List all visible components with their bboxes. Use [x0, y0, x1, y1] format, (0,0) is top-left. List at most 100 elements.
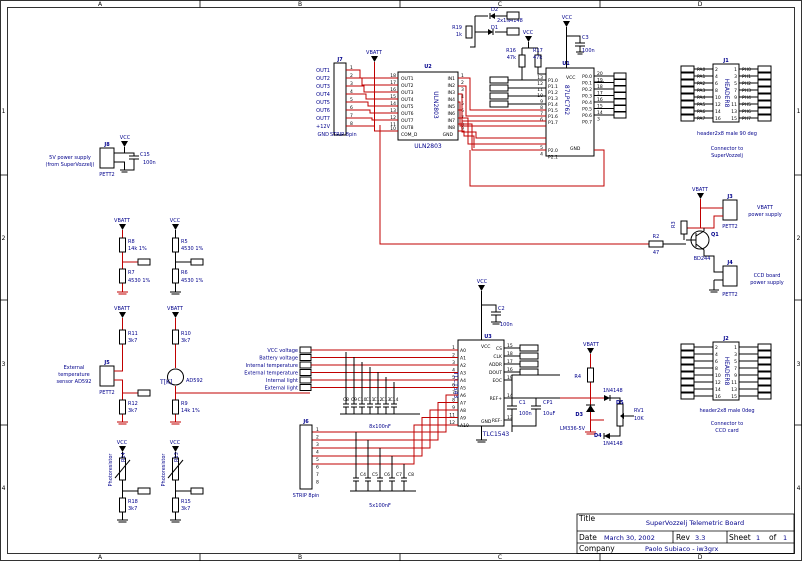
tk-part: AD592 — [186, 378, 203, 384]
j6-note: STRIP 8pin — [293, 493, 320, 499]
j2-left-pin: 14 — [715, 387, 721, 393]
u1-left-pin-num: 12 — [537, 81, 543, 87]
u3-right-label: REF+ — [490, 396, 503, 402]
r8-ref: R8 — [128, 239, 135, 245]
r2-ref: R2 — [653, 234, 660, 240]
j1-left-net-tag — [680, 72, 695, 80]
company-value: Paolo Subiaco - iw3grx — [645, 545, 719, 553]
analog-net-tag — [299, 369, 312, 376]
j1-right-label: PH3 — [742, 88, 751, 94]
j1-left-label: PA3 — [697, 88, 706, 94]
j1-left-net-tag — [680, 86, 695, 94]
j7-net-label: OUT3 — [316, 84, 330, 90]
j2-left-pin: 8 — [715, 366, 718, 372]
r9-value: 14k 1% — [181, 408, 200, 414]
j1-left-pin: 8 — [715, 88, 718, 94]
analog-input-label: Internal light — [266, 378, 298, 384]
net-tag-u1-p0 — [613, 92, 627, 99]
j2-right-pin: 9 — [734, 373, 737, 379]
rv1-value: 10K — [634, 416, 644, 422]
j7-pin-num: 4 — [350, 89, 353, 95]
j7-pin-num: 7 — [350, 113, 353, 119]
grid-col-a-bottom: A — [98, 554, 103, 561]
u1-left-pin-label: P1.1 — [548, 84, 558, 90]
u1-right-pin-num: 16 — [597, 97, 603, 103]
u1-left-pin-label: P1.7 — [548, 120, 558, 126]
j2-right-net-tag — [757, 392, 772, 400]
u1-right-pin-num: 3 — [597, 117, 600, 123]
date-label: Date — [579, 533, 597, 542]
u3-left-pin: 6 — [452, 383, 455, 389]
j6-connector: J6 STRIP 8pin — [293, 419, 320, 499]
j3-caption2: power supply — [748, 212, 782, 218]
r19-ref: R19 — [452, 25, 462, 31]
r11-ref: R11 — [128, 331, 138, 337]
cap-top-ref: C9 — [351, 397, 357, 403]
r8-value: 14k 1% — [128, 246, 147, 252]
j7-net-label: OUT2 — [316, 76, 330, 82]
net-tag-light-1 — [137, 487, 151, 495]
net-tag-u1-p0 — [613, 98, 627, 106]
u3-left-pin: 1 — [452, 345, 455, 351]
rev-value: 3.3 — [695, 534, 705, 542]
d5-ref: D5 — [616, 400, 624, 406]
u1-left-pin-label: P1.2 — [548, 90, 558, 96]
j4-caption2: power supply — [750, 280, 784, 286]
j1-left-net-tag — [680, 107, 695, 115]
cap-bot-ref: C7 — [396, 472, 402, 478]
u2-in-label: IN6 — [447, 111, 455, 117]
j1-right-net-tag — [757, 93, 772, 101]
u2-out-pin: 13 — [390, 108, 396, 114]
vcc-u1: VCC C3 100n — [562, 15, 595, 68]
u3-right-pin: 15 — [507, 343, 513, 349]
c2-value: 100n — [500, 322, 513, 328]
u3-right-label: ADDR — [489, 362, 502, 368]
j8-ref: J8 — [103, 142, 110, 148]
r11-value: 3k7 — [128, 338, 137, 344]
j1-right-pin: 7 — [734, 88, 737, 94]
j1-right-net-tag — [757, 107, 772, 115]
u3-left-label: A9 — [460, 416, 466, 422]
j2-note: header2x8 male 0deg — [699, 408, 754, 414]
j2-right-pin: 15 — [731, 394, 737, 400]
grid-row-2-right: 2 — [797, 235, 801, 242]
j7-net-label: OUT6 — [316, 108, 330, 114]
j2-right-pin: 1 — [734, 345, 737, 351]
j1-right-pin: 15 — [731, 116, 737, 122]
vcc-j8-label: VCC — [120, 135, 131, 141]
j1-right-pin: 5 — [734, 81, 737, 87]
u2-out-label: OUT8 — [401, 125, 414, 131]
title-value: SuperVozzelj Telemetric Board — [646, 519, 744, 527]
j1-left-label: PA6 — [697, 109, 706, 115]
u3-left-pin: 9 — [452, 405, 455, 411]
u3-part: TLC1543 — [482, 431, 510, 438]
j7-pin-num: 8 — [350, 121, 353, 127]
temperature-section: J5 PETT2 External temperature sensor AD5… — [57, 306, 310, 425]
u2-in-label: IN4 — [447, 97, 455, 103]
d4-ref: D4 — [594, 433, 602, 439]
j2-left-net-tag — [680, 357, 695, 365]
d5-part: 1N4148 — [603, 388, 623, 394]
d2-note: 2x1N4148 — [497, 18, 523, 24]
wire-u3-j6 — [312, 424, 458, 465]
analog-input-label: VCC voltage — [267, 348, 298, 354]
cap-top-ref: C13 — [382, 397, 391, 403]
j7-net-label: OUT7 — [316, 116, 330, 122]
u2-in-label: IN8 — [447, 125, 455, 131]
sheet-value: 1 — [756, 534, 760, 542]
j2-right-net-tag — [757, 371, 772, 379]
u3-right-pin: 19 — [507, 375, 513, 381]
j1-right-label: PH7 — [742, 116, 751, 122]
r14-note: Photoresistor — [108, 453, 114, 487]
u2-out-pin: 18 — [390, 73, 396, 79]
j2-left-pin: 2 — [715, 345, 718, 351]
u3-gnd: GND — [481, 419, 492, 425]
u2-in-label: IN3 — [447, 90, 455, 96]
u3-left-label: A1 — [460, 356, 466, 362]
net-tag-u1-p0 — [613, 72, 627, 80]
net-tag-vbatt-div — [137, 258, 151, 266]
u1-left-pin-num: 4 — [540, 152, 543, 158]
j1-header: J1 HEADER8 header2x8 male 90 deg Connect… — [697, 58, 757, 159]
j7-net-label: OUT5 — [316, 100, 330, 106]
